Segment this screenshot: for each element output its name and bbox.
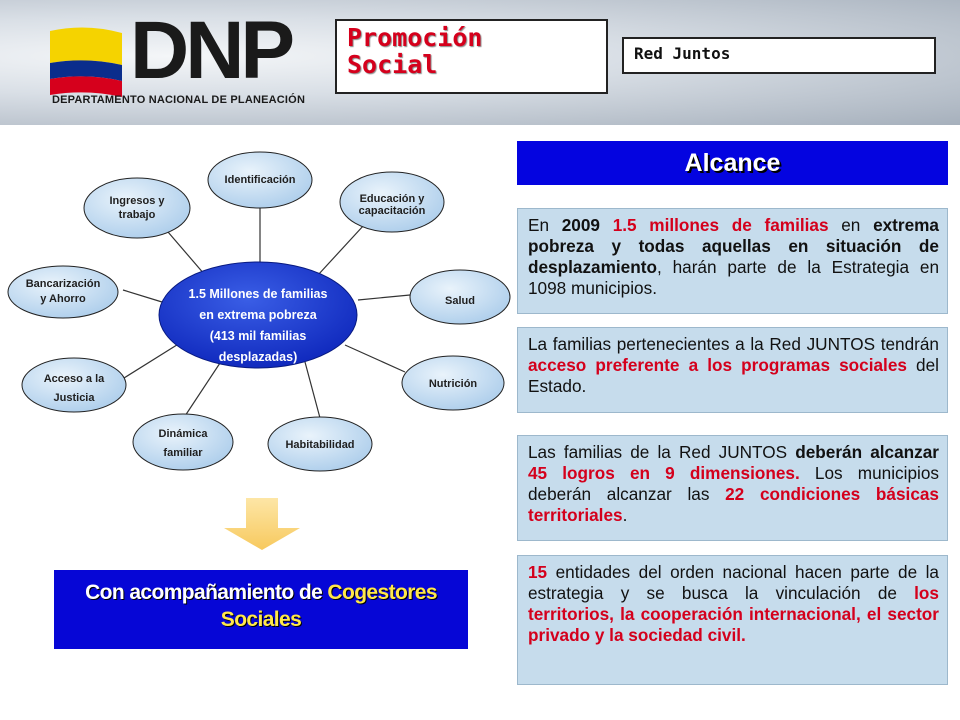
node-bancarizacion: Bancarización y Ahorro: [7, 265, 119, 319]
logo-subtitle: DEPARTAMENTO NACIONAL DE PLANEACIÓN: [52, 94, 306, 106]
info-card-4: 15 entidades del orden nacional hacen pa…: [517, 555, 948, 685]
connector-educacion: [317, 224, 365, 276]
logo-wordmark: DNP: [130, 5, 295, 96]
subtitle-box: Red Juntos: [622, 37, 936, 74]
header-banner: DNP DEPARTAMENTO NACIONAL DE PLANEACIÓN …: [0, 0, 960, 125]
connector-bancarizacion: [122, 289, 163, 303]
connector-nutricion: [344, 344, 406, 373]
connector-salud: [357, 294, 411, 301]
node-salud: Salud: [409, 269, 511, 325]
svg-text:Salud: Salud: [445, 295, 475, 307]
node-nutricion: Nutrición: [401, 355, 505, 411]
page-subtitle: Red Juntos: [634, 44, 731, 63]
svg-text:Acceso a la: Acceso a la: [44, 373, 105, 385]
node-ingresos: Ingresos y trabajo: [83, 177, 191, 239]
svg-text:Dinámica: Dinámica: [159, 428, 209, 440]
svg-text:Educación y: Educación y: [360, 193, 426, 205]
svg-text:1.5 Millones de familias: 1.5 Millones de familias: [189, 287, 328, 301]
cogestores-banner: Con acompañamiento de Cogestores Sociale…: [54, 570, 468, 649]
svg-text:(413 mil familias: (413 mil familias: [210, 329, 307, 343]
svg-text:Bancarización: Bancarización: [26, 278, 101, 290]
info-card-1: En 2009 1.5 millones de familias en extr…: [517, 208, 948, 314]
connectors: [122, 207, 411, 419]
node-educacion: Educación y capacitación: [339, 171, 445, 233]
node-identificacion: Identificación: [207, 151, 313, 209]
colombia-flag-icon: [50, 27, 122, 97]
info-card-3: Las familias de la Red JUNTOS deberán al…: [517, 435, 948, 541]
page-title: Promoción Social: [347, 23, 483, 79]
node-dinamica: Dinámica familiar: [132, 413, 234, 471]
node-habitabilidad: Habitabilidad: [267, 416, 373, 472]
svg-text:Habitabilidad: Habitabilidad: [285, 439, 354, 451]
connector-acceso: [123, 342, 181, 379]
svg-text:en extrema pobreza: en extrema pobreza: [199, 308, 317, 322]
svg-text:trabajo: trabajo: [119, 209, 156, 221]
svg-text:y Ahorro: y Ahorro: [40, 293, 86, 305]
title-box: Promoción Social: [335, 19, 608, 94]
connector-habitabilidad: [304, 361, 321, 419]
info-card-2: La familias pertenecientes a la Red JUNT…: [517, 327, 948, 413]
center-node: 1.5 Millones de familias en extrema pobr…: [158, 261, 358, 369]
svg-text:Justicia: Justicia: [54, 392, 96, 404]
svg-text:Identificación: Identificación: [225, 174, 296, 186]
connector-dinamica: [184, 359, 223, 417]
node-acceso: Acceso a la Justicia: [21, 357, 127, 413]
svg-text:familiar: familiar: [163, 447, 203, 459]
connector-ingresos: [161, 224, 206, 276]
alcance-heading: Alcance: [517, 141, 948, 185]
arrow-down-icon: [224, 498, 300, 550]
svg-text:desplazadas): desplazadas): [219, 350, 298, 364]
svg-text:Nutrición: Nutrición: [429, 378, 478, 390]
dimensions-diagram: 1.5 Millones de familias en extrema pobr…: [7, 151, 511, 472]
svg-text:capacitación: capacitación: [359, 205, 426, 217]
svg-text:Ingresos y: Ingresos y: [109, 195, 165, 207]
